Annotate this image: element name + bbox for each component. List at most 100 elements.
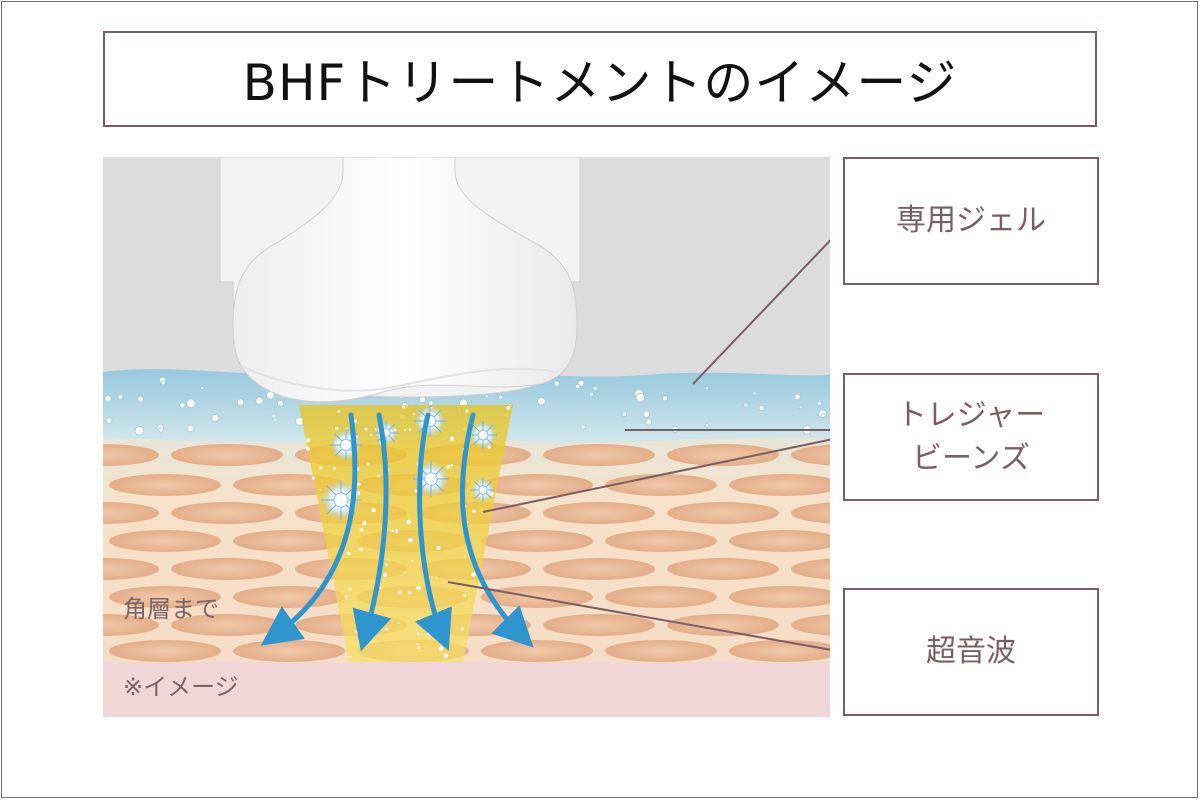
gel-bubble bbox=[759, 405, 765, 411]
beam-particle bbox=[437, 546, 441, 550]
sparkle bbox=[414, 405, 446, 437]
beam-particle bbox=[447, 465, 451, 469]
beam-particle bbox=[404, 429, 406, 431]
skin-cell bbox=[171, 502, 283, 524]
page-title: BHFトリートメントのイメージ bbox=[243, 43, 958, 115]
beam-particle bbox=[395, 530, 398, 533]
beam-particle bbox=[444, 654, 448, 658]
beam-particle bbox=[402, 406, 405, 409]
gel-bubble bbox=[799, 406, 802, 409]
skin-cell bbox=[109, 474, 221, 496]
gel-bubble bbox=[256, 397, 263, 404]
skin-cell bbox=[605, 474, 717, 496]
beam-particle bbox=[427, 631, 431, 635]
beam-particle bbox=[367, 463, 370, 466]
beam-particle bbox=[387, 559, 389, 561]
beam-particle bbox=[350, 656, 352, 658]
beam-particle bbox=[450, 437, 454, 441]
gel-bubble bbox=[636, 393, 645, 402]
beam-particle bbox=[333, 467, 336, 470]
skin-cell bbox=[667, 502, 779, 524]
beam-particle bbox=[370, 434, 372, 436]
gel-bubble bbox=[159, 428, 163, 432]
gel-bubble bbox=[201, 387, 204, 390]
beam-particle bbox=[380, 587, 382, 589]
beam-particle bbox=[409, 428, 411, 430]
beam-particle bbox=[413, 413, 415, 415]
gel-bubble bbox=[237, 399, 243, 405]
beam-particle bbox=[385, 628, 387, 630]
gel-bubble bbox=[118, 394, 123, 399]
beam-particle bbox=[472, 510, 475, 513]
skin-cell bbox=[543, 444, 655, 466]
label-ultrasound: 超音波 bbox=[926, 630, 1016, 674]
gel-bubble bbox=[643, 411, 649, 417]
beam-particle bbox=[383, 573, 387, 577]
gel-bubble bbox=[499, 395, 503, 399]
beam-particle bbox=[345, 595, 348, 598]
label-gel: 専用ジェル bbox=[896, 199, 1046, 243]
treatment-illustration: 角層まで ※イメージ bbox=[103, 157, 830, 717]
skin-cell bbox=[171, 444, 283, 466]
gel-bubble bbox=[593, 386, 597, 390]
gel-bubble bbox=[187, 425, 194, 432]
beam-particle bbox=[385, 563, 388, 566]
treatment-device bbox=[220, 157, 580, 402]
skin-cell bbox=[171, 558, 283, 580]
gel-bubble bbox=[795, 394, 801, 400]
label-box-gel: 専用ジェル bbox=[843, 157, 1099, 285]
gel-bubble bbox=[753, 392, 756, 395]
beam-particle bbox=[335, 427, 338, 430]
skin-cell bbox=[481, 530, 593, 552]
beam-particle bbox=[363, 613, 366, 616]
sparkle bbox=[374, 421, 398, 445]
gel-bubble bbox=[622, 412, 627, 417]
label-beans-line2: ビーンズ bbox=[912, 437, 1030, 481]
gel-bubble bbox=[744, 403, 748, 407]
gel-bubble bbox=[575, 384, 579, 388]
beam-particle bbox=[337, 410, 340, 413]
gel-bubble bbox=[419, 397, 425, 403]
gel-bubble bbox=[273, 418, 277, 422]
gel-bubble bbox=[646, 419, 652, 425]
skin-cell bbox=[605, 586, 717, 608]
gel-bubble bbox=[590, 392, 594, 396]
gel-bubble bbox=[186, 399, 195, 408]
beam-particle bbox=[408, 591, 411, 594]
skin-cell bbox=[109, 530, 221, 552]
beam-particle bbox=[349, 588, 352, 591]
gel-bubble bbox=[705, 387, 708, 390]
beam-particle bbox=[398, 622, 400, 624]
gel-bubble bbox=[106, 418, 112, 424]
beam-particle bbox=[451, 464, 454, 467]
beam-particle bbox=[360, 548, 363, 551]
beam-particle bbox=[398, 591, 401, 594]
beam-particle bbox=[306, 447, 310, 451]
gel-bubble bbox=[662, 396, 667, 401]
beam-particle bbox=[416, 643, 418, 645]
depth-note: 角層まで bbox=[123, 595, 219, 623]
gel-bubble bbox=[817, 401, 821, 405]
skin-cell bbox=[481, 640, 593, 662]
gel-bubble bbox=[554, 381, 559, 386]
beam-particle bbox=[416, 586, 421, 591]
beam-particle bbox=[365, 428, 368, 431]
beam-particle bbox=[306, 438, 310, 442]
beam-particle bbox=[356, 631, 359, 634]
beam-particle bbox=[407, 520, 411, 524]
beam-particle bbox=[441, 642, 444, 645]
skin-cell bbox=[233, 586, 345, 608]
gel-bubble bbox=[538, 397, 546, 405]
gel-bubble bbox=[821, 413, 825, 417]
beam-particle bbox=[425, 623, 427, 625]
gel-bubble bbox=[705, 424, 709, 428]
gel-bubble bbox=[485, 395, 488, 398]
skin-cell bbox=[109, 640, 221, 662]
beam-particle bbox=[392, 530, 394, 532]
beam-particle bbox=[377, 475, 380, 478]
sparkle bbox=[471, 478, 495, 502]
beam-particle bbox=[404, 571, 406, 573]
label-box-beans: トレジャー ビーンズ bbox=[843, 373, 1099, 501]
sparkle bbox=[469, 421, 497, 449]
gel-bubble bbox=[428, 401, 433, 406]
